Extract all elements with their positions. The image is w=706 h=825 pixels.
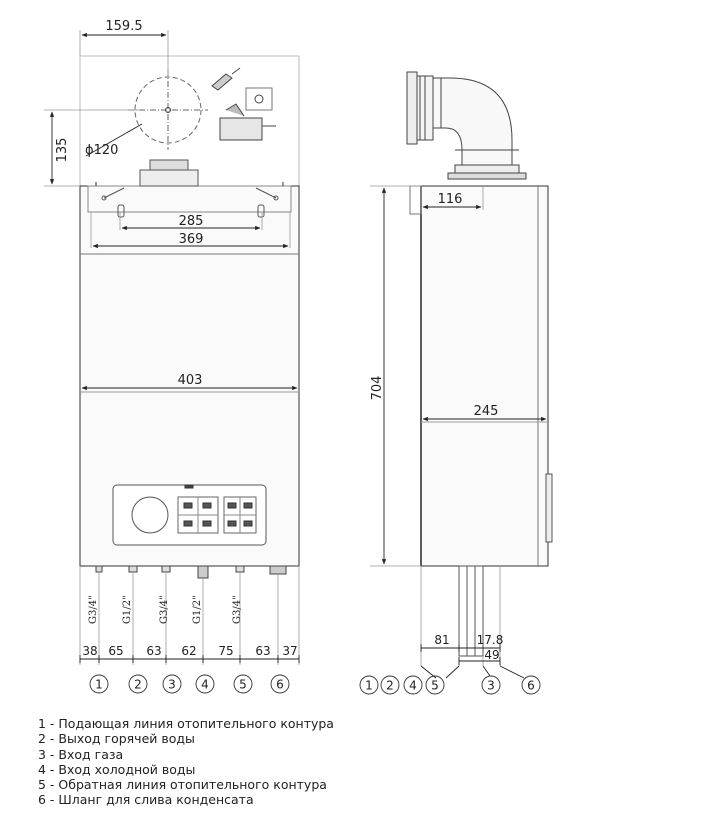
side-marker-3: 3 <box>487 679 495 693</box>
display-dial <box>131 496 169 534</box>
side-casing <box>420 185 549 567</box>
dim-bracket-inner: 285 <box>179 214 204 229</box>
spacing-7: 37 <box>282 644 297 658</box>
side-marker-1: 1 <box>365 679 373 693</box>
side-marker-6: 6 <box>527 679 535 693</box>
drill-pictogram <box>211 67 276 141</box>
dim-height: 704 <box>370 376 385 401</box>
dim-pipe-span: 49 <box>484 648 499 662</box>
flue-elbow <box>406 71 527 180</box>
dim-depth: 245 <box>474 404 499 419</box>
legend-item-5: 5 - Обратная линия отопительного контура <box>38 777 327 793</box>
side-marker-5: 5 <box>431 679 439 693</box>
legend-item-1: 1 - Подающая линия отопительного контура <box>38 716 334 731</box>
connection-label-4: G1/2" <box>192 595 203 624</box>
dim-pipe-gap: 17.8 <box>477 633 504 647</box>
dim-width: 403 <box>178 373 203 388</box>
legend-item-4: 4 - Вход холодной воды <box>38 761 196 777</box>
dim-gas-offset: 81 <box>434 633 449 647</box>
flue-collar <box>139 169 199 187</box>
side-marker-2: 2 <box>386 679 394 693</box>
front-marker-4: 4 <box>201 678 209 692</box>
spacing-6: 63 <box>255 644 270 658</box>
front-marker-2: 2 <box>134 678 142 692</box>
front-view <box>44 30 300 665</box>
legend-item-2: 2 - Выход горячей воды <box>38 731 195 747</box>
front-marker-6: 6 <box>276 678 284 692</box>
spacing-3: 63 <box>146 644 161 658</box>
legend-item-3: 3 - Вход газа <box>38 746 124 762</box>
dim-flue-height: 135 <box>55 138 70 163</box>
legend: 1 - Подающая линия отопительного контура… <box>38 716 334 808</box>
side-pipes <box>458 565 484 657</box>
legend-item-6: 6 - Шланг для слива конденсата <box>38 792 254 808</box>
bottom-connections <box>95 565 287 579</box>
dim-flue-offset: 116 <box>438 192 463 207</box>
connection-label-2: G1/2" <box>122 595 133 624</box>
front-marker-5: 5 <box>239 678 247 692</box>
spacing-2: 65 <box>108 644 123 658</box>
spacing-5: 75 <box>218 644 233 658</box>
wall-template <box>79 55 300 187</box>
dim-top-offset: 159.5 <box>105 19 142 34</box>
spacing-1: 38 <box>82 644 97 658</box>
front-markers <box>89 674 290 694</box>
side-view <box>370 71 553 679</box>
connection-label-5: G3/4" <box>232 595 243 624</box>
front-marker-1: 1 <box>95 678 103 692</box>
side-markers <box>359 675 541 695</box>
spacing-4: 62 <box>181 644 196 658</box>
side-marker-4: 4 <box>409 679 417 693</box>
connection-label-1: G3/4" <box>88 595 99 624</box>
connection-label-3: G3/4" <box>159 595 170 624</box>
front-marker-3: 3 <box>168 678 176 692</box>
dim-bracket-outer: 369 <box>179 232 204 247</box>
flue-diameter-label: ϕ120 <box>85 143 118 158</box>
technical-drawing: 159.5 135 ϕ120 285 369 403 G3/4" G1/2" G… <box>44 19 553 695</box>
